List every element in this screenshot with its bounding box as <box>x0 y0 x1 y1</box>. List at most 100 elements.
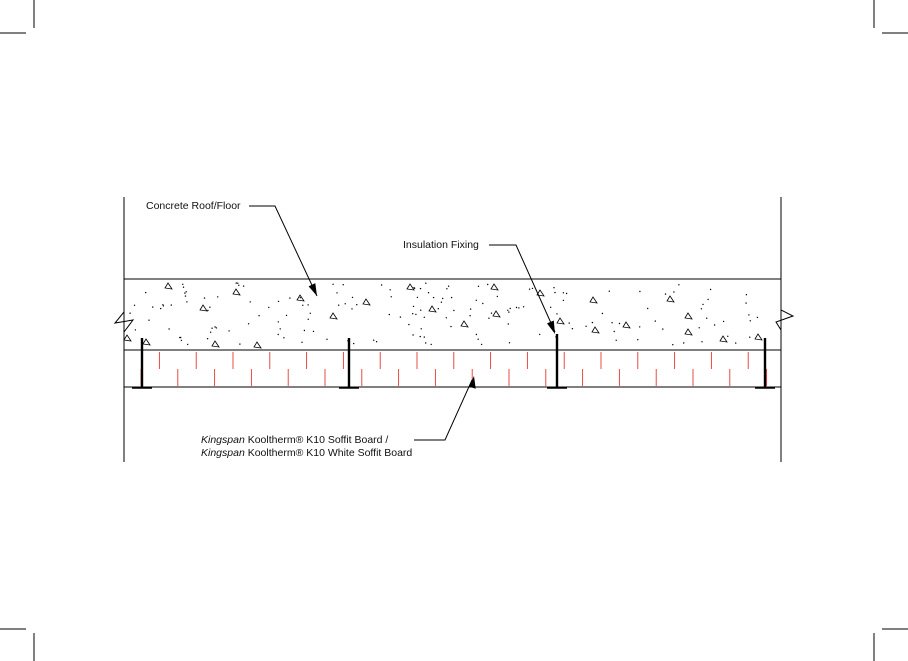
stipple-dot <box>437 308 439 310</box>
stipple-dot <box>556 313 558 315</box>
aggregate-triangle <box>406 283 415 291</box>
stipple-dot <box>285 314 288 317</box>
stipple-dot <box>515 306 518 309</box>
stipple-dot <box>507 309 509 311</box>
board-label-line1: Kingspan Kooltherm® K10 Soffit Board / <box>201 434 388 446</box>
stipple-dot <box>336 292 338 294</box>
stipple-dot <box>528 288 531 290</box>
stipple-dot <box>351 308 353 310</box>
board-leader <box>414 379 473 441</box>
stipple-dot <box>283 337 285 339</box>
stipple-dot <box>206 338 209 340</box>
stipple-dot <box>518 307 520 309</box>
stipple-dot <box>745 302 747 304</box>
stipple-dot <box>182 283 184 285</box>
stipple-dot <box>713 324 716 326</box>
stipple-dot <box>390 296 392 298</box>
concrete-slab <box>113 278 795 351</box>
stipple-dot <box>745 294 748 296</box>
stipple-dot <box>508 342 511 344</box>
leader-lines <box>249 205 556 441</box>
stipple-dot <box>432 296 435 299</box>
stipple-dot <box>338 304 340 306</box>
aggregate-triangle <box>460 320 469 328</box>
stipple-dot <box>585 325 587 327</box>
stipple-dot <box>707 298 709 301</box>
aggregate-triangle <box>536 289 545 297</box>
stipple-dot <box>268 306 270 309</box>
stipple-dot <box>279 328 281 330</box>
stipple-dot <box>571 328 574 330</box>
stipple-dot <box>207 309 209 312</box>
stipple-dot <box>487 283 489 286</box>
concrete-stipple <box>129 282 759 346</box>
aggregate-triangle <box>622 321 631 329</box>
stipple-dot <box>184 292 186 294</box>
stipple-dot <box>654 320 656 322</box>
stipple-dot <box>683 342 685 344</box>
stipple-dot <box>430 343 432 346</box>
stipple-dot <box>702 303 704 306</box>
aggregate-triangle <box>591 326 600 334</box>
insulation-hatch <box>140 352 768 386</box>
stipple-dot <box>152 306 154 308</box>
stipple-dot <box>469 315 471 317</box>
stipple-dot <box>469 308 472 310</box>
stipple-dot <box>239 343 241 345</box>
stipple-dot <box>442 297 444 300</box>
fixing-leader <box>489 244 556 333</box>
stipple-dot <box>701 341 703 343</box>
stipple-dot <box>237 282 239 284</box>
stipple-dot <box>419 287 422 290</box>
stipple-dot <box>480 343 483 346</box>
aggregate-triangle <box>754 333 763 341</box>
stipple-dot <box>678 284 680 286</box>
stipple-dot <box>735 342 737 344</box>
stipple-dot <box>160 307 162 310</box>
stipple-dot <box>615 339 617 341</box>
stipple-dot <box>215 327 218 329</box>
aggregate-triangle <box>492 310 501 318</box>
stipple-dot <box>380 284 383 286</box>
stipple-dot <box>184 295 187 297</box>
stipple-dot <box>509 307 511 310</box>
board-label-line2: Kingspan Kooltherm® K10 White Soffit Boa… <box>201 447 412 459</box>
stipple-dot <box>749 320 751 322</box>
stipple-dot <box>608 290 610 292</box>
board-brand-1: Kingspan <box>201 434 245 446</box>
stipple-dot <box>326 338 328 340</box>
stipple-dot <box>309 312 311 314</box>
stipple-dot <box>415 313 417 316</box>
stipple-dot <box>568 322 570 324</box>
aggregate-triangle <box>164 282 173 290</box>
aggregate-triangle <box>719 335 728 343</box>
stipple-dot <box>700 308 703 310</box>
stipple-dot <box>179 336 181 339</box>
stipple-dot <box>496 295 498 298</box>
stipple-dot <box>129 312 131 314</box>
concrete-leader <box>249 205 318 297</box>
stipple-dot <box>722 320 725 323</box>
stipple-dot <box>423 336 425 338</box>
stipple-dot <box>427 292 430 294</box>
stipple-dot <box>447 285 450 287</box>
stipple-dot <box>490 312 493 314</box>
aggregate-triangle <box>296 294 305 302</box>
aggregate-triangle <box>199 304 208 312</box>
stipple-dot <box>475 299 477 301</box>
stipple-dot <box>351 296 354 299</box>
aggregate-triangle <box>684 312 693 320</box>
stipple-dot <box>356 304 358 306</box>
stipple-dot <box>148 319 150 321</box>
stipple-dot <box>412 313 414 315</box>
stipple-dot <box>601 312 604 315</box>
stipple-dot <box>203 297 206 299</box>
stipple-dot <box>187 343 189 346</box>
stipple-dot <box>672 344 674 346</box>
stipple-dot <box>186 301 188 303</box>
board-text-2: Kooltherm® K10 White Soffit Board <box>247 447 413 459</box>
stipple-dot <box>445 317 447 319</box>
stipple-dot <box>748 314 750 316</box>
stipple-dot <box>482 302 484 305</box>
